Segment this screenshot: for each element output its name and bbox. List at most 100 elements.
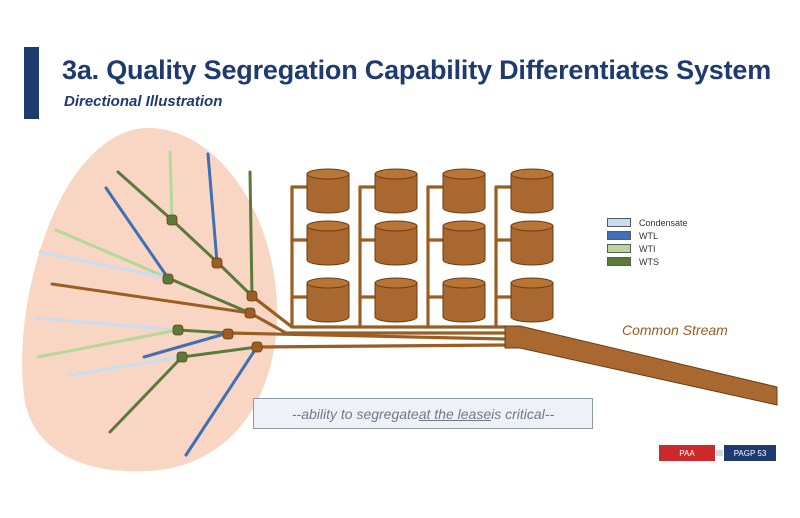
gathering-line	[34, 316, 180, 332]
lease-junction	[162, 273, 174, 285]
tank-top	[442, 220, 486, 232]
storage-tank	[442, 220, 486, 266]
junction-body	[222, 328, 234, 340]
lease-junctions	[162, 214, 263, 363]
tank-body	[442, 225, 486, 266]
tank-body	[510, 173, 554, 214]
legend-item-wti: WTI	[607, 242, 688, 255]
gathering-line	[38, 250, 170, 280]
legend-item-condensate: Condensate	[607, 216, 688, 229]
legend-label: WTI	[639, 243, 656, 254]
junction-body	[211, 257, 223, 269]
junction-body	[172, 324, 184, 336]
tank-body	[306, 173, 350, 214]
junction-link	[180, 345, 259, 359]
junction-body	[166, 214, 178, 226]
gathering-line	[116, 170, 174, 222]
lease-junction	[222, 328, 234, 340]
junction-link	[170, 218, 219, 264]
tank-top	[442, 277, 486, 289]
storage-tank	[306, 220, 350, 266]
slide-subtitle: Directional Illustration	[64, 93, 223, 110]
lease-junction	[251, 341, 263, 353]
tank-top	[306, 168, 350, 180]
legend-swatch-wti	[607, 244, 631, 253]
gathering-lines	[34, 150, 259, 457]
tank-body	[442, 173, 486, 214]
footer-paa-label: PAA	[659, 445, 715, 461]
storage-tank	[510, 168, 554, 214]
pipe-network	[226, 185, 778, 406]
junction-body	[176, 351, 188, 363]
junction-link	[176, 328, 230, 335]
storage-tank	[510, 277, 554, 323]
gathering-line	[184, 345, 259, 457]
junction-body	[251, 341, 263, 353]
junction-body	[244, 307, 256, 319]
tank-top	[374, 277, 418, 289]
lease-junction	[166, 214, 178, 226]
legend-item-wtl: WTL	[607, 229, 688, 242]
tank-top	[306, 220, 350, 232]
title-accent-bar	[24, 47, 39, 119]
gathering-line	[104, 186, 170, 280]
storage-tank	[374, 220, 418, 266]
quality-legend: Condensate WTL WTI WTS	[607, 216, 688, 268]
tank-body	[510, 225, 554, 266]
gathering-line	[168, 150, 174, 222]
gathering-line	[206, 152, 219, 264]
storage-tank	[306, 168, 350, 214]
tank-body	[374, 225, 418, 266]
gathering-line	[50, 282, 252, 315]
junction-body	[246, 290, 258, 302]
gathering-line	[108, 355, 184, 434]
storage-tank	[442, 277, 486, 323]
collector-pipe	[226, 331, 507, 341]
storage-tank	[442, 168, 486, 214]
tank-top	[442, 168, 486, 180]
collector-pipe	[255, 343, 507, 349]
legend-label: Condensate	[639, 217, 688, 228]
gathering-line	[248, 170, 254, 298]
lease-junction	[211, 257, 223, 269]
footer-logo-icon	[715, 445, 724, 461]
tank-farm	[306, 168, 554, 323]
callout-suffix: is critical--	[491, 405, 555, 422]
lease-junction	[246, 290, 258, 302]
tank-top	[510, 220, 554, 232]
tank-body	[306, 225, 350, 266]
junction-body	[162, 273, 174, 285]
legend-item-wts: WTS	[607, 255, 688, 268]
common-stream-pipe	[504, 325, 778, 406]
callout-prefix: --ability to segregate	[291, 405, 419, 422]
gathering-line	[36, 328, 180, 359]
legend-swatch-condensate	[607, 218, 631, 227]
common-stream-label: Common Stream	[622, 322, 728, 338]
callout-emphasis: at the lease	[418, 405, 492, 422]
footer-brand-bar: PAA PAGP 53	[659, 445, 776, 461]
gathering-line	[68, 355, 184, 377]
storage-tank	[510, 220, 554, 266]
slide-title: 3a. Quality Segregation Capability Diffe…	[62, 55, 772, 85]
junction-link	[215, 260, 254, 298]
junction-link	[166, 276, 252, 315]
segregation-callout: --ability to segregate at the lease is c…	[253, 398, 593, 429]
tank-top	[374, 168, 418, 180]
legend-swatch-wtl	[607, 231, 631, 240]
tank-top	[306, 277, 350, 289]
gathering-line	[54, 228, 170, 280]
storage-tank	[374, 277, 418, 323]
footer-page-label: PAGP 53	[724, 445, 776, 461]
lease-junction	[176, 351, 188, 363]
tank-top	[510, 277, 554, 289]
lease-junction	[244, 307, 256, 319]
legend-label: WTL	[639, 230, 658, 241]
legend-label: WTS	[639, 256, 659, 267]
tank-body	[306, 282, 350, 323]
tank-body	[510, 282, 554, 323]
legend-swatch-wts	[607, 257, 631, 266]
lease-junction	[172, 324, 184, 336]
tank-top	[510, 168, 554, 180]
storage-tank	[374, 168, 418, 214]
